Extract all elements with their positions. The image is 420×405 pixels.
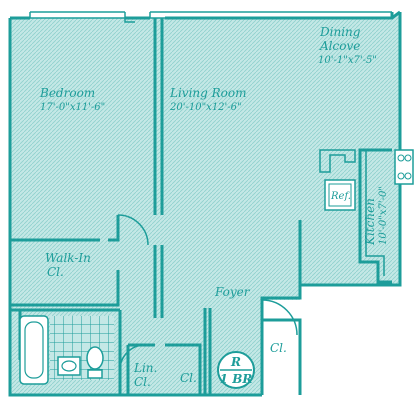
outer-wall xyxy=(8,10,402,397)
walk-in-closet-wall xyxy=(10,215,120,307)
door-swing-bedroom xyxy=(117,214,149,246)
closet-label-middle: Cl. xyxy=(180,371,197,385)
unit-badge: R 1 BR xyxy=(217,351,255,389)
living-room-label: Living Room xyxy=(169,86,247,100)
floor-area xyxy=(10,15,400,395)
kitchen-label: Kitchen xyxy=(363,198,377,246)
dining-label-line2: Alcove xyxy=(319,39,360,53)
refrigerator-label: Ref. xyxy=(330,191,351,202)
refrigerator xyxy=(324,179,356,211)
door-swing-entry xyxy=(261,299,298,336)
toilet xyxy=(86,346,104,370)
window-top-left xyxy=(29,11,126,19)
linen-closet-label-line2: Cl. xyxy=(134,375,151,389)
kitchen-sink xyxy=(319,149,356,173)
foyer-label: Foyer xyxy=(214,285,251,299)
unit-badge-letter: R xyxy=(230,355,241,369)
entry-closet-wall xyxy=(262,318,302,395)
kitchen-counter-front xyxy=(365,150,385,276)
hall-wall xyxy=(203,308,212,395)
kitchen-size: 10'-0"x7'-0" xyxy=(378,186,389,245)
dining-label: Dining xyxy=(319,25,361,39)
bathtub xyxy=(19,315,49,385)
unit-badge-type: 1 BR xyxy=(220,372,253,386)
dining-size: 10'-1"x7'-5" xyxy=(318,55,377,66)
stove xyxy=(394,149,414,185)
walk-in-label-line2: Cl. xyxy=(47,265,64,279)
bedroom-living-wall xyxy=(153,18,164,318)
sink xyxy=(57,356,81,376)
walk-in-label: Walk-In xyxy=(45,251,91,265)
bedroom-size: 17'-0"x11'-6" xyxy=(40,102,105,113)
bedroom-window-jamb xyxy=(124,18,135,23)
living-room-size: 20'-10"x12'-6" xyxy=(169,102,242,113)
closet-label-right: Cl. xyxy=(270,341,287,355)
bedroom-label: Bedroom xyxy=(39,86,95,100)
door-swing-bath xyxy=(119,344,146,371)
linen-closet-label: Lin. xyxy=(133,361,157,375)
